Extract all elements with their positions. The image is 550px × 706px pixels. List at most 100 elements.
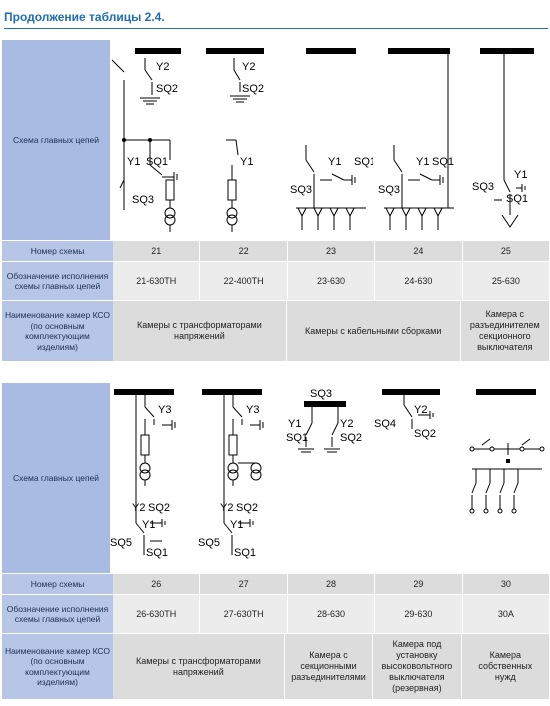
designation-cell: 25-630	[461, 262, 550, 300]
scheme-row: Схема главных цепей	[2, 40, 549, 240]
label-sq4: SQ4	[374, 418, 396, 430]
designation-cell: 30А	[461, 595, 550, 633]
circuit-diagram-21: Y2 SQ2 Y1 SQ1 SQ3	[111, 48, 181, 232]
label-sq2: SQ2	[236, 502, 258, 514]
label-sq2: SQ2	[242, 83, 264, 95]
number-label: Номер схемы	[2, 574, 113, 594]
circuit-diagram-25: Y1 SQ3 SQ1	[472, 48, 534, 228]
label-y2: Y2	[156, 61, 169, 73]
label-y3: Y3	[158, 404, 171, 416]
label-sq3: SQ3	[472, 181, 494, 193]
designation-cell: 29-630	[374, 595, 462, 633]
designation-cell: 27-630ТН	[199, 595, 287, 633]
designation-cell: 21-630ТН	[113, 262, 200, 300]
scheme-28: SQ3 Y1 Y2 SQ1 SQ2	[285, 383, 373, 573]
circuit-diagram-22: Y2 SQ2 Y1	[206, 48, 264, 232]
designation-cell: 23-630	[286, 262, 375, 300]
number-cell: 30	[461, 574, 550, 594]
label-y2: Y2	[340, 418, 353, 430]
number-cells: 26 27 28 29 30	[113, 574, 550, 594]
naming-cell: Камера с разъединителем секционного выкл…	[459, 301, 549, 361]
label-sq3: SQ3	[132, 194, 154, 206]
naming-cell: Камера под установку высоковольтного вык…	[372, 634, 461, 699]
label-y1: Y1	[416, 156, 429, 168]
label-sq2: SQ2	[340, 432, 362, 444]
number-cell: 29	[374, 574, 462, 594]
label-sq1: SQ1	[286, 432, 308, 444]
label-y1: Y1	[142, 519, 155, 531]
naming-cell: Камера собственных нужд	[460, 634, 550, 699]
designation-cell: 24-630	[374, 262, 462, 300]
label-y1: Y1	[288, 418, 301, 430]
circuit-diagram-24: Y1 SQ1 SQ3	[378, 48, 454, 230]
naming-cell: Камеры с кабельными сборками	[285, 301, 460, 361]
circuit-diagram-23: Y1 SQ1 SQ3	[290, 48, 373, 230]
number-cell: 24	[374, 241, 462, 261]
label-sq3: SQ3	[290, 184, 312, 196]
label-y1: Y1	[230, 519, 243, 531]
number-row: Номер схемы 26 27 28 29 30	[2, 574, 550, 594]
circuit-diagram-27: Y3 Y2 SQ2 Y1 SQ5 SQ1	[198, 389, 264, 559]
scheme-29: Y2 SQ4 SQ2	[373, 383, 461, 573]
naming-cell: Камера с секционными разъединителями	[283, 634, 373, 699]
label-y2: Y2	[414, 404, 427, 416]
designation-label: Обозначение исполнения схемы главных цеп…	[2, 262, 113, 300]
label-y3: Y3	[246, 404, 259, 416]
label-sq2: SQ2	[148, 502, 170, 514]
number-cell: 25	[461, 241, 550, 261]
scheme-21: Y2 SQ2 Y1 SQ1 SQ3	[110, 40, 197, 240]
number-cells: 21 22 23 24 25	[113, 241, 550, 261]
scheme-26: Y3 Y2 SQ2 Y1 SQ5 SQ1	[110, 383, 197, 573]
page-title: Продолжение таблицы 2.4.	[4, 10, 165, 24]
number-cell: 27	[199, 574, 287, 594]
scheme-row: Схема главных цепей	[2, 383, 549, 573]
label-sq2: SQ2	[156, 83, 178, 95]
circuit-diagram-30	[469, 389, 545, 514]
circuit-diagram-28: SQ3 Y1 Y2 SQ1 SQ2	[286, 388, 362, 453]
scheme-cells: Y3 Y2 SQ2 Y1 SQ5 SQ1	[110, 383, 549, 573]
label-y1: Y1	[328, 156, 341, 168]
label-sq1: SQ1	[146, 156, 168, 168]
label-sq2: SQ2	[414, 428, 436, 440]
naming-label: Наименование камер КСО (по основным комп…	[2, 301, 113, 361]
designation-row: Обозначение исполнения схемы главных цеп…	[2, 262, 550, 300]
designation-cell: 26-630ТН	[113, 595, 200, 633]
label-sq1: SQ1	[146, 547, 168, 559]
naming-cells: Камеры с трансформаторами напряжений Кам…	[113, 301, 549, 361]
label-y1: Y1	[514, 169, 527, 181]
designation-cell: 22-400ТН	[199, 262, 287, 300]
designation-label: Обозначение исполнения схемы главных цеп…	[2, 595, 113, 633]
naming-cell: Камеры с трансформаторами напряжений	[113, 301, 286, 361]
naming-cells: Камеры с трансформаторами напряжений Кам…	[113, 634, 550, 699]
table-2: Схема главных цепей	[2, 383, 550, 703]
number-cell: 21	[113, 241, 200, 261]
label-sq1: SQ1	[432, 156, 454, 168]
label-sq1: SQ1	[506, 193, 528, 205]
scheme-cells: Y2 SQ2 Y1 SQ1 SQ3	[110, 40, 549, 240]
label-y1: Y1	[240, 156, 253, 168]
circuit-diagram-29: Y2 SQ4 SQ2	[374, 389, 440, 440]
label-y2: Y2	[132, 502, 145, 514]
scheme-27: Y3 Y2 SQ2 Y1 SQ5 SQ1	[197, 383, 285, 573]
label-y2: Y2	[242, 61, 255, 73]
designation-cells: 26-630ТН 27-630ТН 28-630 29-630 30А	[113, 595, 550, 633]
designation-cells: 21-630ТН 22-400ТН 23-630 24-630 25-630	[113, 262, 550, 300]
scheme-label: Схема главных цепей	[2, 383, 110, 573]
title-rule	[4, 28, 548, 29]
scheme-22: Y2 SQ2 Y1	[197, 40, 285, 240]
circuit-diagram-26: Y3 Y2 SQ2 Y1 SQ5 SQ1	[110, 389, 176, 559]
table-1: Схема главных цепей	[2, 40, 550, 364]
label-sq5: SQ5	[110, 537, 132, 549]
scheme-23: Y1 SQ1 SQ3	[285, 40, 373, 240]
naming-row: Наименование камер КСО (по основным комп…	[2, 634, 550, 699]
naming-row: Наименование камер КСО (по основным комп…	[2, 301, 549, 361]
scheme-30	[461, 383, 549, 573]
naming-cell: Камеры с трансформаторами напряжений	[113, 634, 284, 699]
label-sq5: SQ5	[198, 537, 220, 549]
number-cell: 23	[286, 241, 375, 261]
number-label: Номер схемы	[2, 241, 113, 261]
label-sq3: SQ3	[310, 388, 332, 400]
scheme-24: Y1 SQ1 SQ3	[373, 40, 461, 240]
number-cell: 22	[199, 241, 287, 261]
label-sq1: SQ1	[354, 156, 373, 168]
